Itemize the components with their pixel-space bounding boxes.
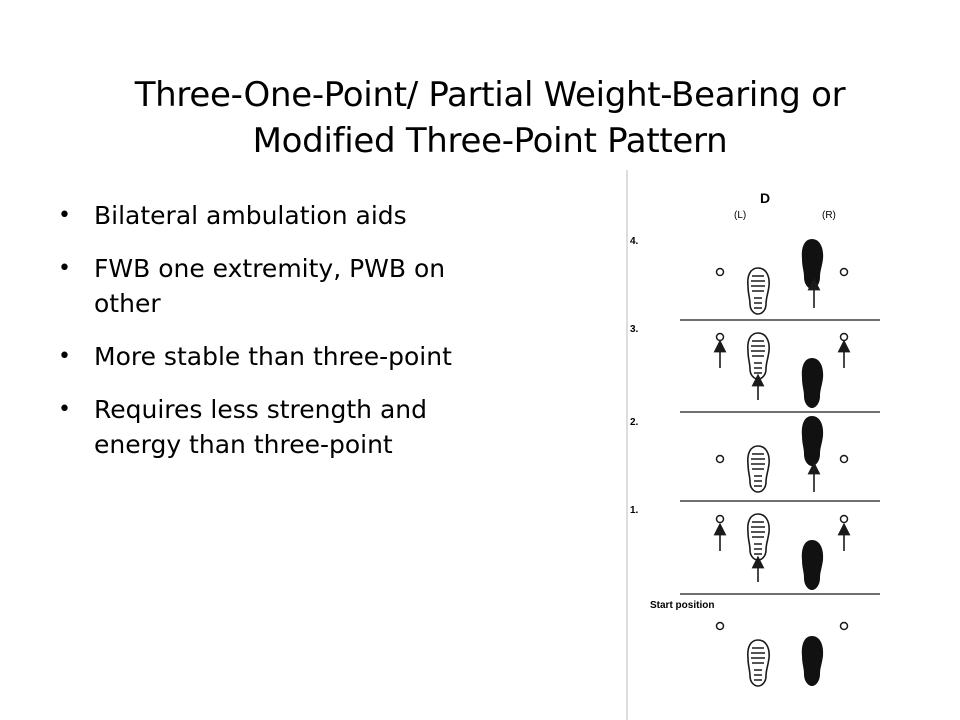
panel-label: D bbox=[760, 190, 770, 206]
left-footprint-icon bbox=[747, 267, 770, 315]
bullet-text: Requires less strength and energy than t… bbox=[94, 395, 427, 459]
bullet-dot-icon: • bbox=[58, 203, 71, 228]
crutch-tip-icon bbox=[839, 454, 849, 464]
left-footprint-icon bbox=[747, 445, 770, 493]
step-label: 2. bbox=[630, 417, 639, 428]
step-label: 1. bbox=[630, 505, 639, 516]
title-line-1: Three-One-Point/ Partial Weight-Bearing … bbox=[134, 75, 846, 115]
bullet-dot-icon: • bbox=[58, 344, 71, 369]
left-footprint-icon bbox=[747, 332, 770, 380]
gait-pattern-figure: D (L) (R) 4. 3. 2. 1. bbox=[622, 170, 890, 720]
bullet-list: • Bilateral ambulation aids • FWB one extr… bbox=[56, 198, 456, 480]
step-label: Start position bbox=[650, 600, 714, 611]
step-label: 3. bbox=[630, 324, 639, 335]
crutch-tip-icon bbox=[715, 621, 725, 631]
bullet-item: • FWB one extremity, PWB on other bbox=[56, 251, 456, 321]
left-footprint-icon bbox=[747, 513, 770, 561]
bullet-item: • Bilateral ambulation aids bbox=[56, 198, 456, 233]
crutch-tip-icon bbox=[715, 454, 725, 464]
crutch-tip-icon bbox=[839, 267, 849, 277]
bullet-text: More stable than three-point bbox=[94, 342, 452, 371]
right-footprint-icon bbox=[801, 540, 824, 590]
crutch-tip-icon bbox=[715, 332, 725, 342]
right-footprint-icon bbox=[801, 239, 824, 289]
bullet-item: • More stable than three-point bbox=[56, 339, 456, 374]
right-footprint-icon bbox=[801, 416, 824, 466]
crutch-tip-icon bbox=[715, 514, 725, 524]
crutch-tip-icon bbox=[839, 332, 849, 342]
bullet-item: • Requires less strength and energy than … bbox=[56, 392, 456, 462]
crutch-tip-icon bbox=[839, 514, 849, 524]
bullet-text: Bilateral ambulation aids bbox=[94, 201, 407, 230]
step-label: 4. bbox=[630, 236, 639, 247]
crutch-tip-icon bbox=[715, 267, 725, 277]
bullet-text: FWB one extremity, PWB on other bbox=[94, 254, 446, 318]
right-footprint-icon bbox=[801, 358, 824, 408]
crutch-tip-icon bbox=[839, 621, 849, 631]
right-footprint-icon bbox=[801, 636, 824, 686]
slide-title: Three-One-Point/ Partial Weight-Bearing … bbox=[60, 72, 920, 164]
bullet-dot-icon: • bbox=[58, 397, 71, 422]
bullet-dot-icon: • bbox=[58, 256, 71, 281]
right-side-label: (R) bbox=[822, 210, 836, 221]
title-line-2: Modified Three-Point Pattern bbox=[252, 121, 728, 161]
left-side-label: (L) bbox=[734, 210, 746, 221]
left-footprint-icon bbox=[747, 639, 770, 687]
